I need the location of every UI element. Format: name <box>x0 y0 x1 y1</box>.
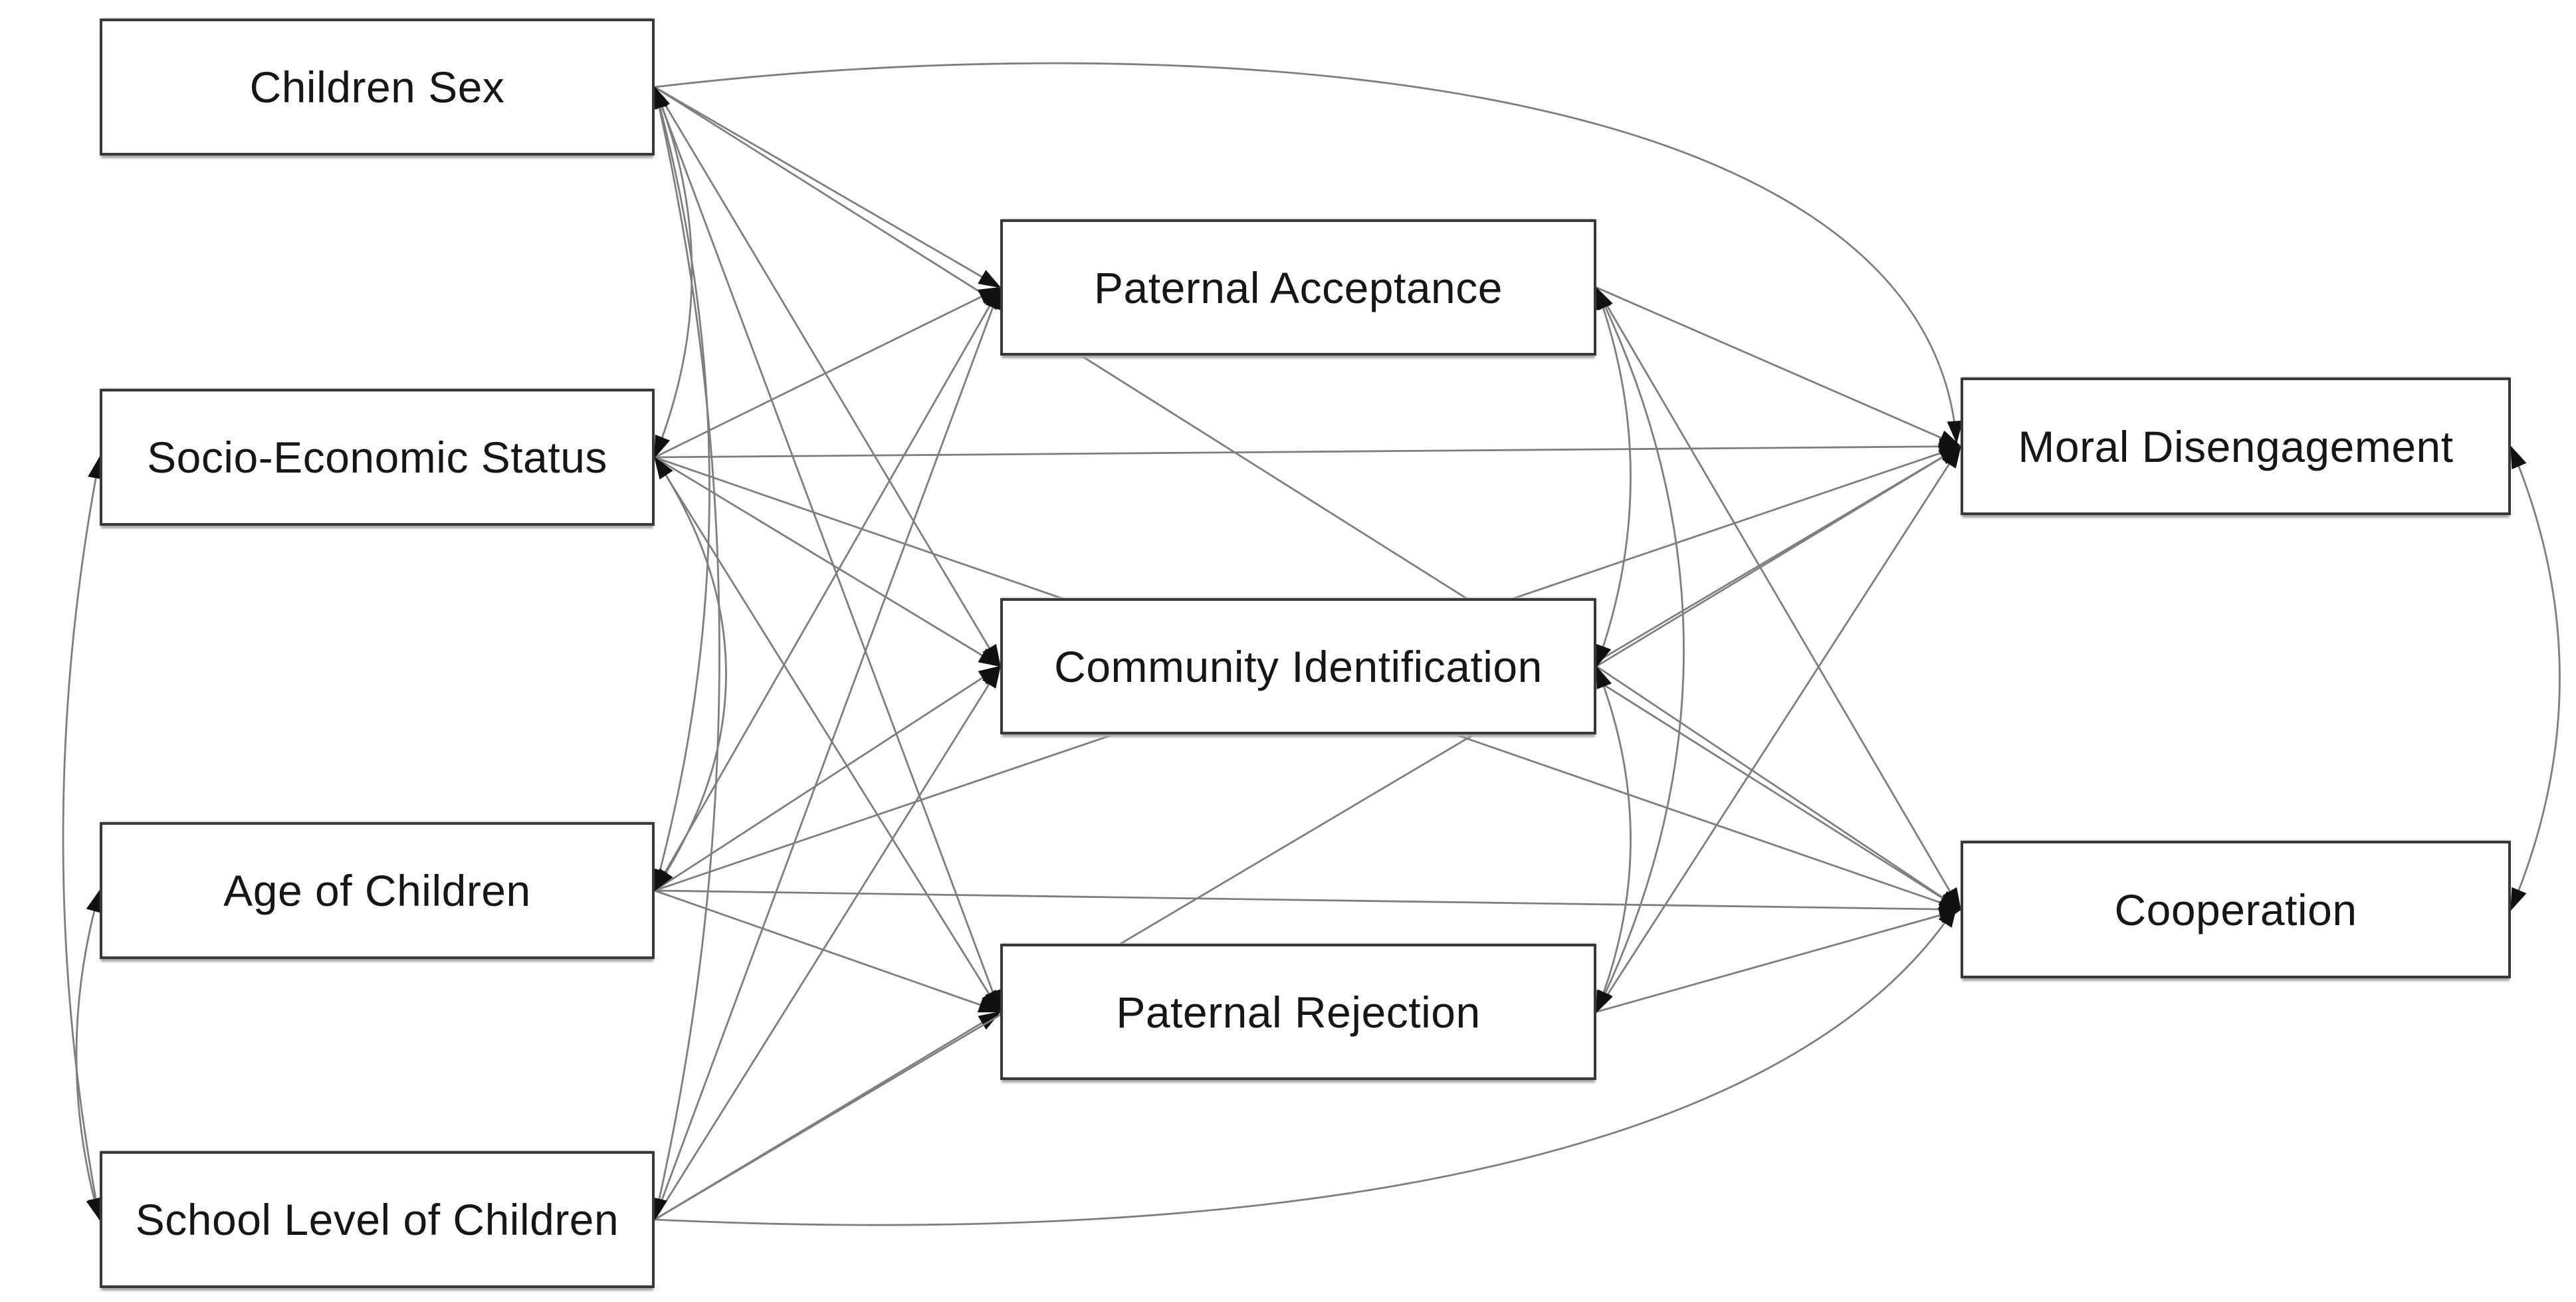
edge-age-to-rej <box>654 889 1002 1013</box>
node-acc: Paternal Acceptance <box>1000 219 1596 356</box>
edge-ses-to-ident <box>654 456 1002 667</box>
edge-age-to-coop <box>654 889 1962 918</box>
edge-school-to-coop <box>654 904 1958 1226</box>
edge-rej-to-coop <box>1596 907 1962 1013</box>
node-label-ses: Socio-Economic Status <box>147 433 607 482</box>
edge-sex-to-acc <box>654 86 1002 288</box>
edge-acc-to-coop <box>1595 286 1962 911</box>
node-ident: Community Identification <box>1000 598 1596 734</box>
covariance-ses-age <box>653 456 727 892</box>
edge-ses-to-acc <box>654 286 1002 459</box>
node-md: Moral Disengagement <box>1961 378 2511 515</box>
edge-ses-to-rej <box>653 457 1002 1014</box>
node-label-md: Moral Disengagement <box>2018 421 2454 471</box>
node-label-rej: Paternal Rejection <box>1116 987 1481 1037</box>
edge-school-to-md <box>654 445 1962 1221</box>
edge-sex-to-md <box>654 62 1963 444</box>
edge-ident-to-coop <box>1596 665 1962 911</box>
covariance-age-school <box>75 889 102 1221</box>
node-rej: Paternal Rejection <box>1000 944 1596 1080</box>
node-age: Age of Children <box>100 822 655 959</box>
edge-acc-to-md <box>1596 286 1962 447</box>
covariance-sex-school <box>651 86 720 1221</box>
covariance-acc-rej <box>1595 286 1685 1014</box>
node-coop: Cooperation <box>1961 841 2511 978</box>
covariance-md-coop <box>2510 445 2561 911</box>
edge-age-to-acc <box>653 286 1002 891</box>
edge-school-to-acc <box>653 286 1002 1220</box>
covariance-sex-ses <box>653 86 693 459</box>
covariance-ident-rej <box>1595 665 1632 1014</box>
node-ses: Socio-Economic Status <box>100 389 655 526</box>
node-label-acc: Paternal Acceptance <box>1094 263 1503 312</box>
node-label-age: Age of Children <box>223 866 531 915</box>
edge-age-to-ident <box>654 665 1002 892</box>
node-label-school: School Level of Children <box>135 1195 619 1244</box>
edge-sex-to-rej <box>653 86 1002 1014</box>
covariance-ses-school <box>62 456 104 1221</box>
edge-ident-to-md <box>1596 445 1962 667</box>
covariance-sex-age <box>652 86 710 892</box>
edge-sex-to-ident <box>653 86 1002 668</box>
node-label-coop: Cooperation <box>2114 885 2357 934</box>
node-sex: Children Sex <box>100 19 655 156</box>
node-label-sex: Children Sex <box>249 62 505 112</box>
covariance-acc-ident <box>1595 286 1632 668</box>
edge-ses-to-md <box>654 438 1962 459</box>
edge-school-to-ident <box>653 665 1002 1220</box>
edge-sex-to-coop <box>654 86 1962 911</box>
node-label-ident: Community Identification <box>1054 641 1543 691</box>
edge-rej-to-md <box>1595 445 1962 1013</box>
node-school: School Level of Children <box>100 1151 655 1288</box>
